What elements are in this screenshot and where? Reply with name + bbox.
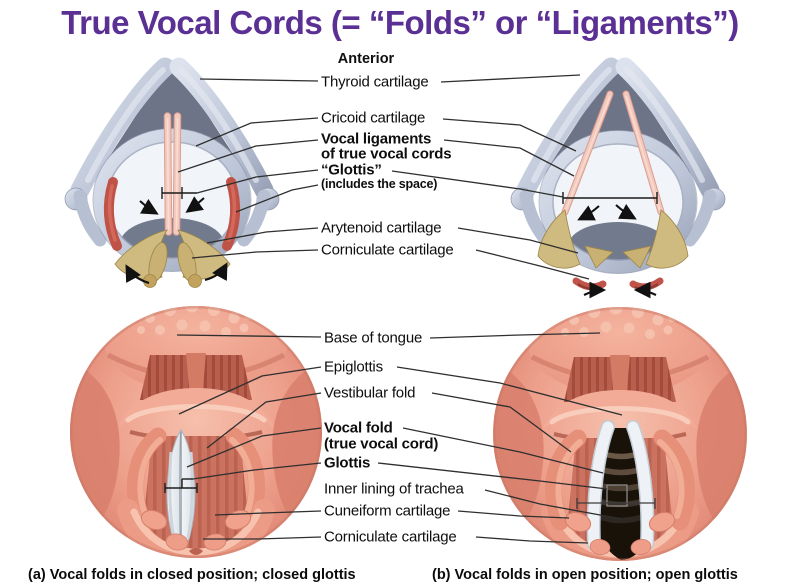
glottis-bracket-closed xyxy=(164,478,198,493)
larynx-diagram-closed xyxy=(64,57,280,288)
vocal-folds-closed xyxy=(166,428,196,558)
label-vocal-fold: Vocal fold xyxy=(324,419,393,437)
leader-lines xyxy=(176,74,623,544)
vocal-ligaments-closed xyxy=(163,112,182,236)
glottis-width-marker-closed xyxy=(161,187,197,199)
label-arytenoid-cartilage: Arytenoid cartilage xyxy=(321,219,442,237)
label-corniculate-cartilage-bottom: Corniculate cartilage xyxy=(324,528,457,546)
cuneiform-bump xyxy=(648,511,676,533)
arytenoid-cartilages-open xyxy=(537,209,689,269)
label-cricoid-cartilage: Cricoid cartilage xyxy=(321,109,426,127)
corniculate-bump xyxy=(589,539,611,555)
corniculate-bump xyxy=(203,533,227,551)
adduction-arrows xyxy=(125,196,228,285)
cricoid-ring-shape xyxy=(539,130,697,274)
figure-title: True Vocal Cords (= “Folds” or “Ligament… xyxy=(61,4,739,41)
label-glottis: Glottis xyxy=(324,454,371,472)
glottis-width-marker-open xyxy=(562,192,658,204)
label-glottis-quoted: “Glottis” xyxy=(321,161,382,179)
label-inner-lining-of-trachea: Inner lining of trachea xyxy=(324,480,464,498)
label-true-vocal-cord: (true vocal cord) xyxy=(324,435,439,453)
posterior-cartilage-bumps xyxy=(117,499,275,558)
cricoid-ring-shape xyxy=(93,128,251,272)
label-thyroid-cartilage: Thyroid cartilage xyxy=(321,73,429,91)
cuneiform-bump xyxy=(224,509,252,531)
corniculate-bump xyxy=(630,539,652,555)
glottis-markers-lower xyxy=(164,478,656,509)
corniculate-bump xyxy=(165,533,189,551)
caption-open-position: (b) Vocal folds in open position; open g… xyxy=(432,567,738,583)
vocal-folds-open xyxy=(586,420,655,551)
glottis-bracket-open xyxy=(576,484,656,509)
label-of-true-vocal-cords: of true vocal cords xyxy=(321,145,452,163)
cuneiform-bump xyxy=(140,509,168,531)
corniculate-cartilages-red xyxy=(572,277,664,291)
abduction-arrows xyxy=(577,204,657,299)
anterior-label: Anterior xyxy=(337,51,395,67)
label-vocal-ligaments: Vocal ligaments xyxy=(321,130,432,148)
endoscopic-view-open xyxy=(493,307,747,561)
endoscopic-view-closed xyxy=(70,306,322,558)
larynx-diagram-open xyxy=(510,57,726,299)
label-cuneiform-cartilage: Cuneiform cartilage xyxy=(324,502,451,520)
caption-closed-position: (a) Vocal folds in closed position; clos… xyxy=(28,567,356,583)
label-base-of-tongue: Base of tongue xyxy=(324,329,423,347)
vocal-ligaments-open xyxy=(561,90,665,216)
vestibular-folds xyxy=(545,429,695,531)
label-epiglottis: Epiglottis xyxy=(324,358,383,376)
label-includes-the-space: (includes the space) xyxy=(321,177,438,191)
label-vestibular-fold: Vestibular fold xyxy=(324,384,416,402)
corniculate-right xyxy=(188,274,202,288)
label-corniculate-cartilage-top: Corniculate cartilage xyxy=(321,241,454,259)
